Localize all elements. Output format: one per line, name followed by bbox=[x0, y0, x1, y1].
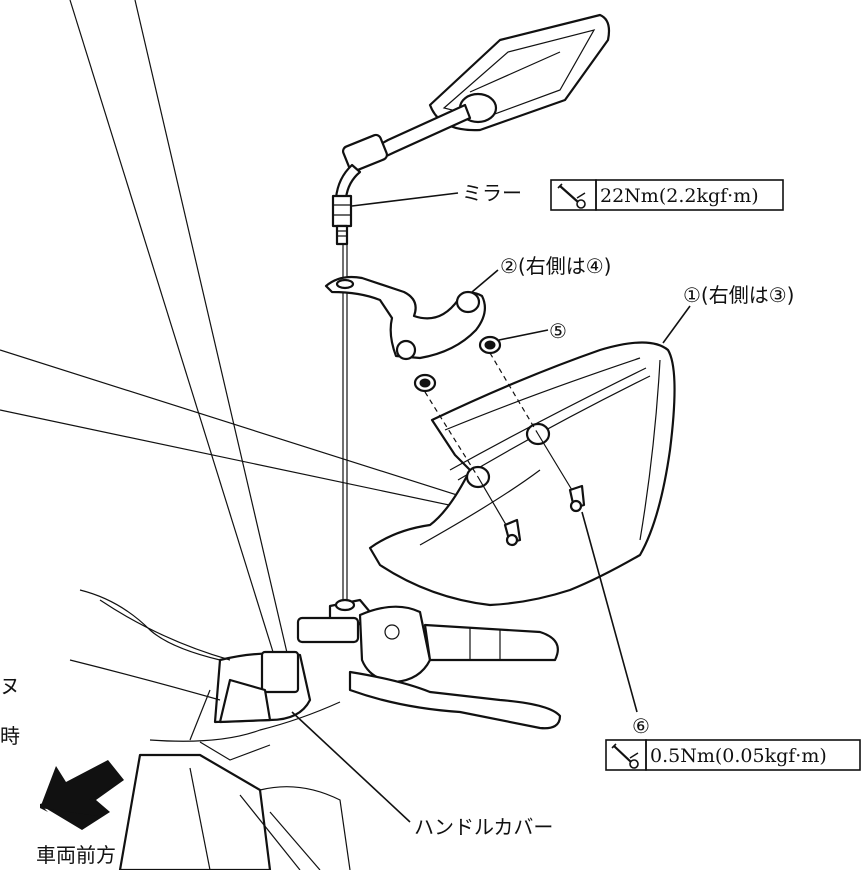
mirror-torque-box: 22Nm(2.2kgf·m) bbox=[550, 179, 784, 211]
collar-part-5 bbox=[413, 335, 502, 393]
handle-cover bbox=[118, 741, 351, 870]
mirror-leader bbox=[351, 192, 459, 207]
forward-arrow-icon bbox=[40, 760, 124, 830]
mirror-torque-value: 22Nm(2.2kgf·m) bbox=[600, 185, 759, 207]
pointer-lines bbox=[0, 0, 521, 701]
part1-leader bbox=[662, 305, 691, 344]
handle-cover-label: ハンドルカバー bbox=[414, 815, 553, 839]
bracket-part-2 bbox=[324, 275, 487, 361]
screw-torque-value: 0.5Nm(0.05kgf·m) bbox=[650, 745, 827, 767]
torque-wrench-icon bbox=[611, 743, 639, 769]
part6-label: ⑥ bbox=[632, 714, 650, 738]
screw-torque-box: 0.5Nm(0.05kgf·m) bbox=[605, 739, 861, 771]
cut-text-1: ヌ bbox=[0, 674, 20, 698]
mirror bbox=[331, 13, 611, 246]
part5-leader bbox=[498, 329, 549, 341]
part2-leader bbox=[471, 269, 499, 293]
part5-label: ⑤ bbox=[549, 319, 567, 343]
part2-label: ②(右側は④) bbox=[500, 254, 611, 278]
part6-leader bbox=[581, 511, 638, 713]
cut-text-2: 時 bbox=[0, 724, 20, 748]
torque-wrench-icon bbox=[557, 183, 586, 209]
handle-cover-leader bbox=[291, 711, 411, 823]
mirror-label: ミラー bbox=[462, 181, 522, 205]
hand-guard-part-1 bbox=[368, 341, 676, 607]
forward-label: 車両前方 bbox=[36, 843, 116, 867]
screw-part-6 bbox=[503, 484, 586, 547]
part1-label: ①(右側は③) bbox=[683, 283, 794, 307]
handlebar-assembly bbox=[69, 589, 562, 742]
